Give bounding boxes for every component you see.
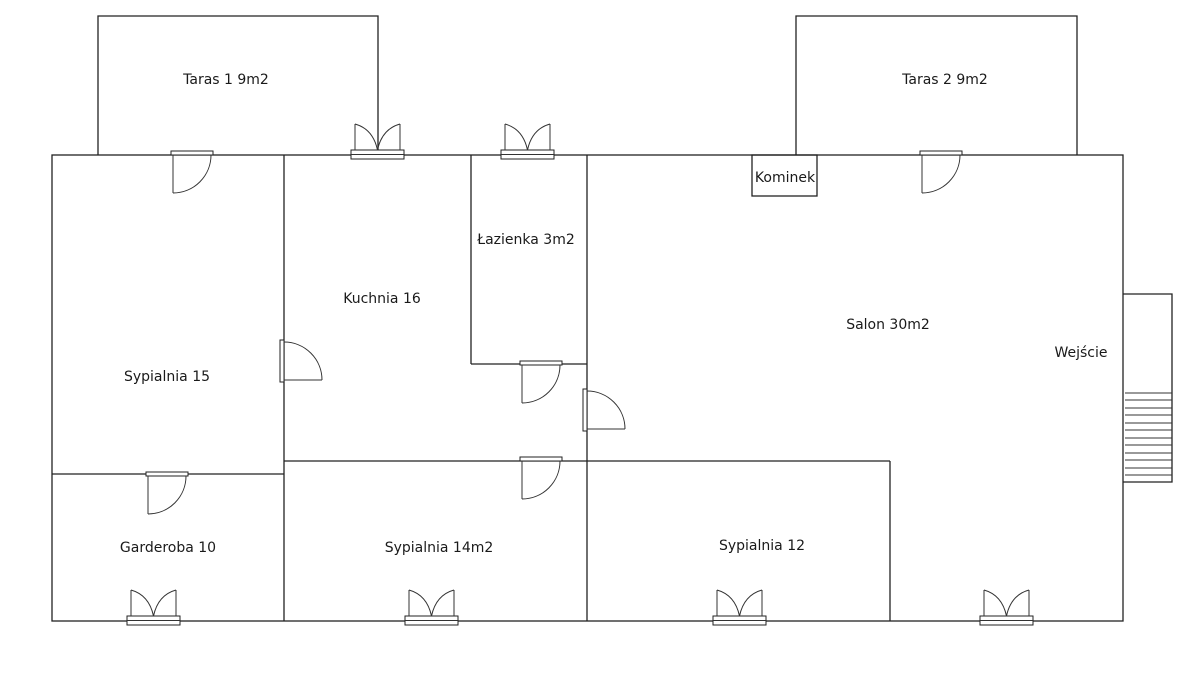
window-icon — [712, 589, 767, 626]
window-icon — [126, 589, 181, 626]
door-icon — [170, 150, 214, 194]
room-label-salon: Salon 30m2 — [846, 317, 930, 333]
room-label-taras-1: Taras 1 9m2 — [182, 72, 269, 88]
window-icon — [500, 123, 555, 160]
room-label-kuchnia: Kuchnia 16 — [343, 291, 421, 307]
terrace-1 — [97, 15, 379, 155]
room-label-lazienka: Łazienka 3m2 — [476, 232, 575, 248]
room-label-sypialnia-15: Sypialnia 15 — [124, 369, 210, 385]
door-icon — [519, 456, 563, 500]
interior-walls — [52, 155, 891, 621]
terrace-2 — [795, 15, 1078, 155]
fireplace-label: Kominek — [755, 170, 816, 186]
door-icon — [145, 471, 189, 515]
door-icon — [919, 150, 963, 194]
room-label-sypialnia-12: Sypialnia 12 — [719, 538, 805, 554]
window-icon — [404, 589, 459, 626]
fireplace — [751, 154, 818, 197]
door-icon — [519, 360, 563, 404]
stairs-icon — [1123, 293, 1173, 483]
window-icon — [350, 123, 405, 160]
door-icon — [279, 339, 323, 383]
entrance-label: Wejście — [1054, 345, 1107, 361]
room-label-sypialnia-14: Sypialnia 14m2 — [385, 540, 494, 556]
room-label-taras-2: Taras 2 9m2 — [901, 72, 988, 88]
window-icon — [979, 589, 1034, 626]
room-label-garderoba: Garderoba 10 — [120, 540, 216, 556]
door-icon — [582, 388, 626, 432]
